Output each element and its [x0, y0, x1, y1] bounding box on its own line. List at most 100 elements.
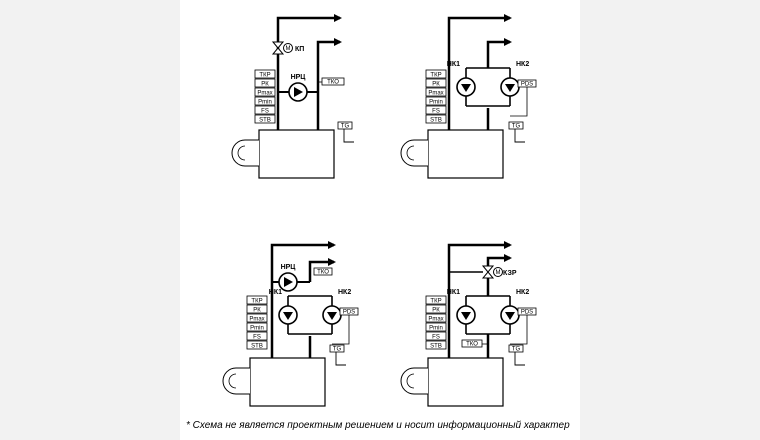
scheme-4-pumps-pump-2-label: НК2	[516, 289, 529, 296]
scheme-3-tag-5-box	[246, 340, 268, 350]
scheme-2-pumps-pds: PDS	[521, 81, 533, 87]
scheme-4-pumps-pump-1-label: НК1	[447, 289, 460, 296]
diagram-sheet	[180, 0, 580, 440]
scheme-1-tag-3: Pmin	[258, 99, 272, 105]
scheme-3-boiler-burner-inner	[228, 373, 237, 389]
scheme-1-supply	[276, 14, 342, 130]
scheme-1-tg-box	[337, 121, 353, 130]
scheme-2-tag-0: ТКР	[430, 72, 441, 78]
scheme-2-boiler-burner	[400, 139, 428, 167]
scheme-4-tg-line	[514, 352, 525, 366]
scheme-3-pump-main-arrow	[284, 277, 293, 287]
scheme-2-tag-4: FS	[432, 108, 440, 114]
scheme-4-boiler-body	[427, 357, 504, 407]
scheme-2-tg-line	[514, 129, 525, 143]
scheme-3-pumps-pds-line	[332, 315, 350, 345]
scheme-2-supply	[447, 14, 512, 130]
scheme-2-tg: TG	[512, 123, 521, 129]
scheme-4-tag-0: ТКР	[430, 298, 441, 304]
scheme-2-tag-5-box	[425, 114, 447, 124]
scheme-1-pump-main-arrow	[294, 87, 303, 97]
scheme-3-tag-4-box	[246, 331, 268, 341]
scheme-4-pumps-pds: PDS	[521, 309, 533, 315]
scheme-1-tko: ТКО	[327, 79, 339, 85]
scheme-2-tag-2-box	[425, 87, 447, 97]
scheme-3-tag-2-box	[246, 313, 268, 323]
scheme-4-valve	[481, 265, 495, 279]
scheme-4-tko-box	[461, 339, 483, 348]
scheme-4-valve-actuator-label: M	[496, 270, 501, 276]
scheme-3-tg-box	[329, 344, 345, 353]
scheme-3-pumps-pump-2-label: НК2	[338, 289, 351, 296]
scheme-1-valve	[271, 41, 285, 55]
scheme-4-tg-box	[508, 344, 524, 353]
scheme-4-boiler-burner	[400, 367, 428, 395]
scheme-2-tg-box	[508, 121, 524, 130]
scheme-1-pump-main-label: НРЦ	[291, 74, 307, 81]
scheme-4-tag-4: FS	[432, 334, 440, 340]
scheme-1-tag-3-box	[254, 96, 276, 106]
scheme-1-tag-0-box	[254, 69, 276, 79]
scheme-2-pumps-pump-1-arrow	[461, 84, 471, 92]
scheme-1-tag-1: РК	[261, 81, 269, 87]
scheme-3-tag-0: ТКР	[251, 298, 262, 304]
scheme-4-tag-5: STB	[430, 343, 442, 349]
scheme-3-tg-line	[335, 352, 346, 366]
scheme-4-tag-1-box	[425, 304, 447, 314]
scheme-1-tag-2-box	[254, 87, 276, 97]
scheme-4-tag-5-box	[425, 340, 447, 350]
scheme-4-pumps-pump-1-arrow	[461, 312, 471, 320]
scheme-3-tag-1: РК	[253, 307, 261, 313]
scheme-4-return	[486, 254, 512, 266]
scheme-3-tko-box	[313, 267, 333, 276]
scheme-1-valve-actuator	[283, 43, 293, 53]
scheme-2-tag-3: Pmin	[429, 99, 443, 105]
scheme-4-tg: TG	[512, 346, 521, 352]
scheme-3-pumps-pds: PDS	[343, 309, 355, 315]
scheme-1-tg-line	[343, 129, 354, 143]
scheme-3-pumps-pump-2-arrow	[327, 312, 337, 320]
scheme-4-pumps-pump-2-arrow	[505, 312, 515, 320]
scheme-4-valve-actuator	[493, 267, 503, 277]
scheme-3-tko: ТКО	[317, 269, 329, 275]
scheme-2-pumps-pump-2-label: НК2	[516, 61, 529, 68]
scheme-1-tag-5-box	[254, 114, 276, 124]
scheme-4-tko: ТКО	[466, 341, 478, 347]
scheme-2-pumps-pump-2-arrow	[505, 84, 515, 92]
scheme-4-valve-label: КЗР	[503, 270, 517, 277]
scheme-4-tag-2: Pmax	[428, 316, 443, 322]
scheme-3-return	[308, 258, 336, 282]
scheme-2-tag-1-box	[425, 78, 447, 88]
scheme-4-boiler-burner-inner	[406, 373, 415, 389]
scheme-1-tag-2: Pmax	[257, 90, 272, 96]
scheme-2-tag-1: РК	[432, 81, 440, 87]
scheme-2-return	[486, 38, 512, 68]
scheme-3-pumps-pump-1-label: НК1	[269, 289, 282, 296]
scheme-4-tag-2-box	[425, 313, 447, 323]
scheme-2-tag-2: Pmax	[428, 90, 443, 96]
scheme-2-tag-5: STB	[430, 117, 442, 123]
scheme-4-supply	[447, 241, 512, 358]
scheme-1-tag-4: FS	[261, 108, 269, 114]
scheme-1-tag-1-box	[254, 78, 276, 88]
scheme-3-supply	[270, 241, 336, 358]
scheme-2-tag-4-box	[425, 105, 447, 115]
scheme-1-valve-label: КП	[295, 46, 304, 53]
scheme-1-valve-actuator-label: M	[286, 46, 291, 52]
scheme-3-tag-3-box	[246, 322, 268, 332]
scheme-1-boiler-body	[258, 129, 335, 179]
scheme-2-boiler-body	[427, 129, 504, 179]
scheme-1-tag-0: ТКР	[259, 72, 270, 78]
scheme-3-pumps-pump-1-arrow	[283, 312, 293, 320]
scheme-3-pump-main-label: НРЦ	[281, 264, 297, 271]
scheme-3-tag-4: FS	[253, 334, 261, 340]
footnote: * Схема не является проектным решением и…	[186, 420, 570, 431]
scheme-3-tag-2: Pmax	[249, 316, 264, 322]
scheme-4-tag-3: Pmin	[429, 325, 443, 331]
scheme-2-pumps-pump-1-label: НК1	[447, 61, 460, 68]
scheme-1-boiler-burner	[231, 139, 259, 167]
